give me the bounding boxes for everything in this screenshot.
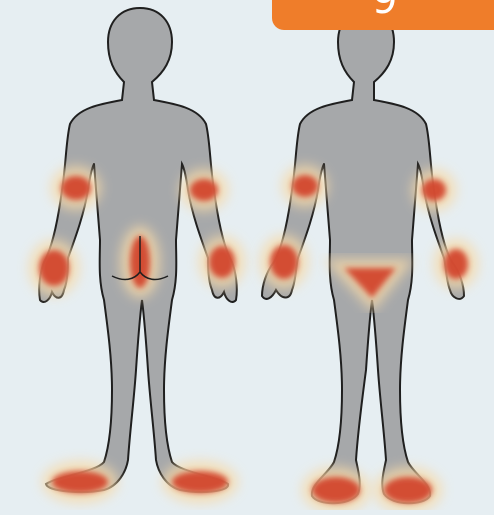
affected-mark [190,179,218,201]
affected-mark [292,175,318,197]
affected-mark [270,245,298,279]
corner-tab: 9 [272,0,494,30]
affected-mark [422,179,446,201]
affected-mark [172,471,228,493]
affected-mark [384,477,432,503]
corner-tab-glyph: 9 [372,0,397,20]
affected-mark [52,471,108,493]
affected-region-feet [42,461,442,510]
affected-mark [61,176,91,200]
affected-mark [209,246,235,278]
affected-mark [39,250,69,286]
affected-mark [312,477,360,503]
affected-mark [444,249,468,279]
